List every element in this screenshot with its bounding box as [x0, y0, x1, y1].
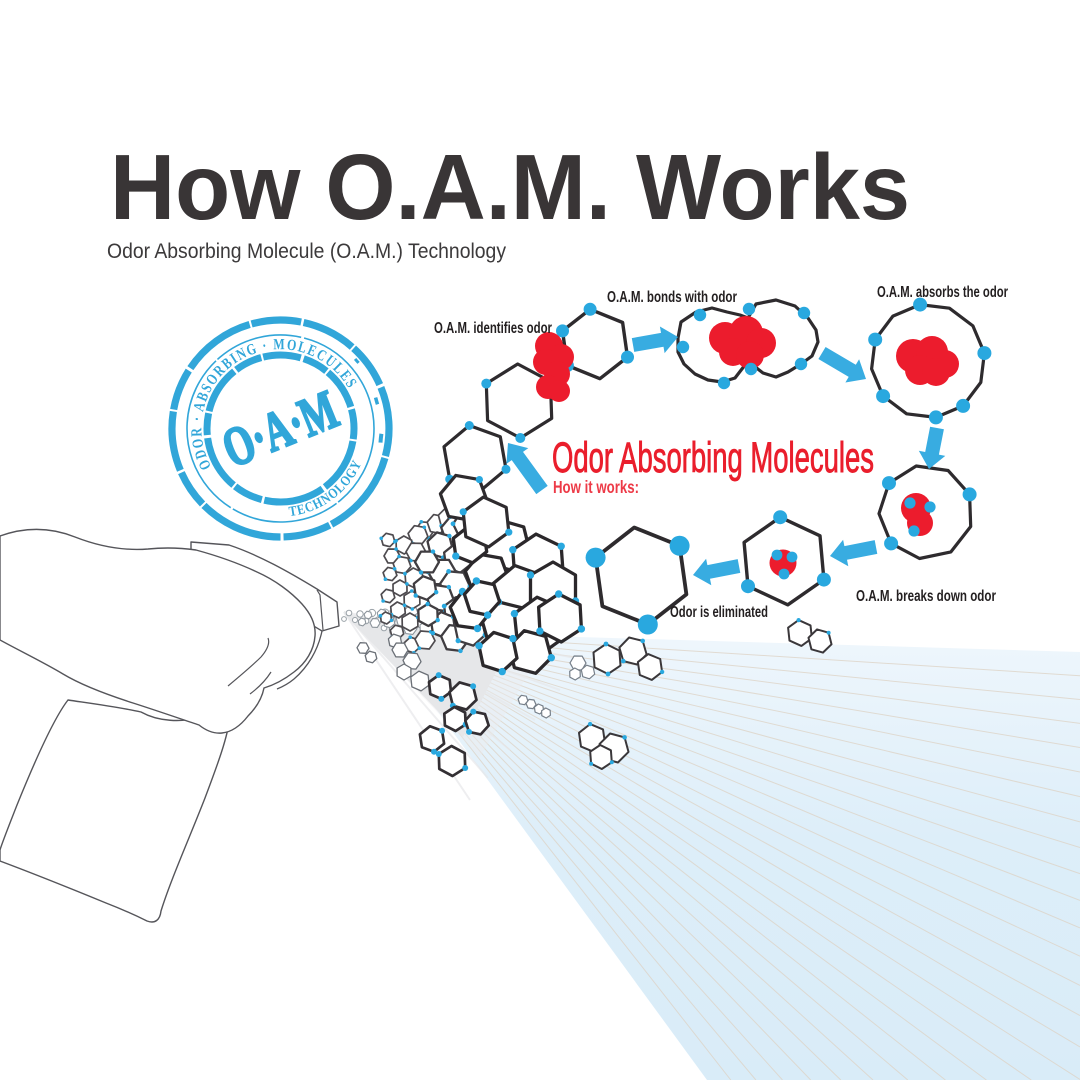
svg-text:How it works:: How it works: [553, 477, 639, 497]
svg-text:O.A.M. absorbs the odor: O.A.M. absorbs the odor [877, 284, 1008, 301]
svg-text:O.A.M. identifies odor: O.A.M. identifies odor [434, 320, 552, 337]
svg-text:O.A.M. bonds with odor: O.A.M. bonds with odor [607, 289, 737, 306]
svg-text:How O.A.M. Works: How O.A.M. Works [110, 135, 910, 239]
svg-text:Odor is eliminated: Odor is eliminated [670, 604, 768, 621]
svg-text:Odor Absorbing Molecule (O.A.M: Odor Absorbing Molecule (O.A.M.) Technol… [107, 240, 506, 263]
svg-text:Odor Absorbing Molecules: Odor Absorbing Molecules [552, 434, 874, 482]
svg-text:O.A.M. breaks down odor: O.A.M. breaks down odor [856, 588, 996, 605]
